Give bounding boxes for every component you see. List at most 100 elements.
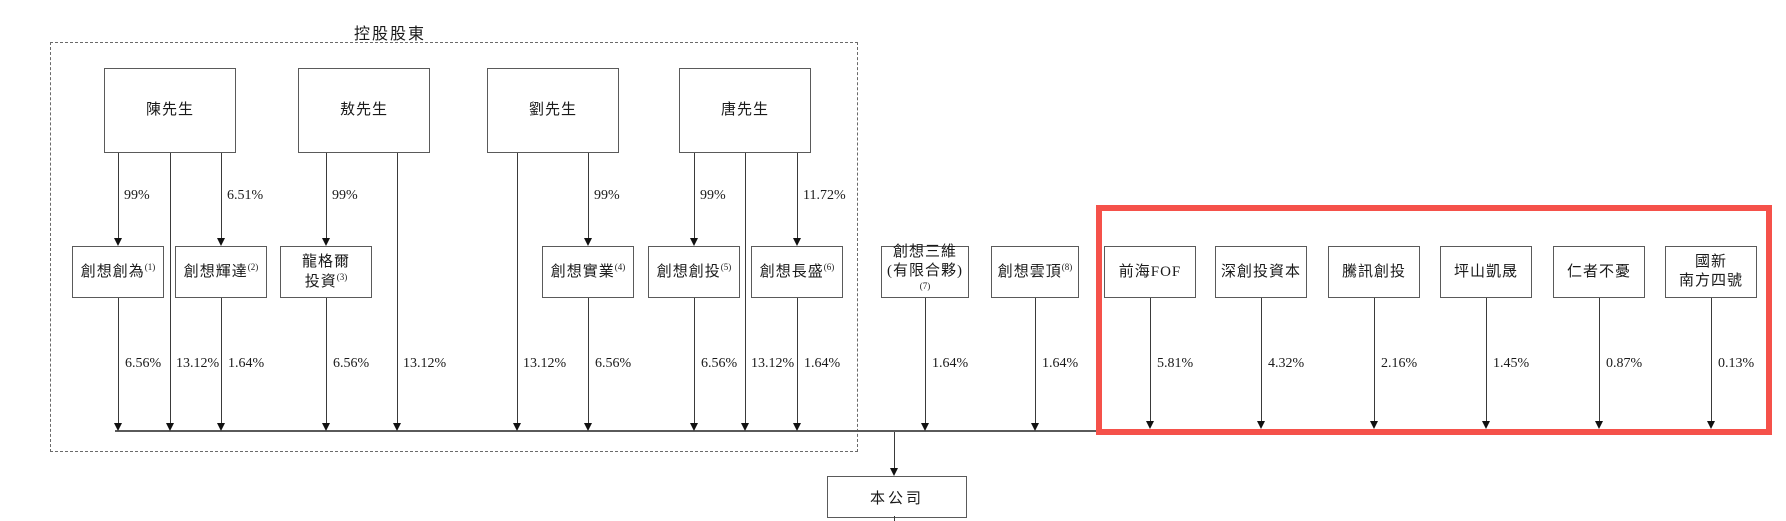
connector-line (1261, 298, 1262, 422)
investor-box-tengxun: 騰訊創投 (1328, 246, 1420, 298)
stake-label: 4.32% (1268, 356, 1305, 371)
partnership-box-yunding: 創想雲頂(8) (991, 246, 1079, 298)
subsidiary-box-longgeer: 龍格爾 投資(3) (280, 246, 372, 298)
stake-label: 99% (332, 188, 358, 203)
stake-label: 6.56% (701, 356, 738, 371)
arrowhead (741, 423, 749, 431)
subsidiary-box-chuangtou: 創想創投(5) (648, 246, 740, 298)
stake-label: 99% (594, 188, 620, 203)
ownership-bus-line (115, 430, 1766, 432)
connector-line (797, 153, 798, 239)
connector-line (797, 298, 798, 424)
connector-line (1374, 298, 1375, 422)
arrowhead (322, 238, 330, 246)
subsidiary-box-chuangwei: 創想創為(1) (72, 246, 164, 298)
entity-name: 創想輝達(2) (183, 262, 259, 281)
arrowhead (1370, 421, 1378, 429)
entity-name: 創想創為(1) (80, 262, 156, 281)
arrowhead (393, 423, 401, 431)
arrowhead (217, 423, 225, 431)
stake-label: 5.81% (1157, 356, 1194, 371)
connector-line (170, 153, 171, 424)
entity-name: 坪山凱晟 (1453, 263, 1518, 280)
investor-highlight-frame (1096, 205, 1772, 435)
entity-name-line2: (有限合夥)(7) (887, 263, 963, 291)
company-label: 本公司 (869, 490, 924, 507)
person-name: 唐先生 (720, 102, 769, 119)
subsidiary-box-changsheng: 創想長盛(6) (751, 246, 843, 298)
connector-line (1711, 298, 1712, 422)
connector-line (894, 432, 895, 469)
arrowhead (1257, 421, 1265, 429)
stake-label: 2.16% (1381, 356, 1418, 371)
connector-line (588, 153, 589, 239)
stake-label: 13.12% (403, 356, 447, 371)
connector-line (1599, 298, 1600, 422)
stake-label: 6.56% (333, 356, 370, 371)
person-name: 敖先生 (339, 102, 388, 119)
connector-line (397, 153, 398, 424)
subsidiary-box-huida: 創想輝達(2) (175, 246, 267, 298)
connector-line (1150, 298, 1151, 422)
connector-line (694, 298, 695, 424)
arrowhead (690, 238, 698, 246)
controlling-shareholders-frame (50, 42, 858, 452)
partnership-box-sanwei: 創想三維 (有限合夥)(7) (881, 244, 969, 298)
arrowhead (1707, 421, 1715, 429)
entity-name: 國新 (1694, 254, 1727, 271)
entity-name-line2: 南方四號 (1678, 273, 1743, 289)
connector-line (694, 153, 695, 239)
connector-line (326, 298, 327, 424)
entity-name: 創想長盛(6) (759, 262, 835, 281)
connector-line (221, 298, 222, 424)
stake-label: 1.64% (804, 356, 841, 371)
arrowhead (322, 423, 330, 431)
connector-line (588, 298, 589, 424)
connector-line (894, 516, 895, 521)
arrowhead (513, 423, 521, 431)
stake-label: 99% (124, 188, 150, 203)
stake-label: 1.64% (932, 356, 969, 371)
arrowhead (584, 423, 592, 431)
connector-line (1486, 298, 1487, 422)
entity-name: 創想創投(5) (656, 262, 732, 281)
arrowhead (921, 423, 929, 431)
connector-line (118, 153, 119, 239)
arrowhead (1595, 421, 1603, 429)
stake-label: 0.13% (1718, 356, 1755, 371)
stake-label: 1.64% (1042, 356, 1079, 371)
stake-label: 13.12% (523, 356, 567, 371)
stake-label: 6.51% (227, 188, 264, 203)
arrowhead (114, 238, 122, 246)
arrowhead (1482, 421, 1490, 429)
arrowhead (114, 423, 122, 431)
entity-name: 龍格爾 (301, 253, 350, 270)
stake-label: 99% (700, 188, 726, 203)
stake-label: 13.12% (176, 356, 220, 371)
entity-name-line2: 投資(3) (304, 271, 348, 290)
person-box-ao: 敖先生 (298, 68, 430, 153)
person-name: 陳先生 (145, 102, 194, 119)
arrowhead (890, 468, 898, 476)
investor-box-renzhe: 仁者不憂 (1553, 246, 1645, 298)
connector-line (326, 153, 327, 239)
subsidiary-box-shiye: 創想實業(4) (542, 246, 634, 298)
arrowhead (690, 423, 698, 431)
connector-line (118, 298, 119, 424)
stake-label: 6.56% (125, 356, 162, 371)
arrowhead (166, 423, 174, 431)
entity-name: 仁者不憂 (1566, 263, 1631, 280)
entity-name: 創想雲頂(8) (997, 262, 1073, 281)
arrowhead (1146, 421, 1154, 429)
investor-box-shenchuangtou: 深創投資本 (1215, 246, 1307, 298)
entity-name: 前海FOF (1118, 263, 1182, 280)
arrowhead (1031, 423, 1039, 431)
connector-line (517, 153, 518, 424)
stake-label: 6.56% (595, 356, 632, 371)
stake-label: 1.45% (1493, 356, 1530, 371)
entity-name: 騰訊創投 (1341, 263, 1406, 280)
investor-box-qianhai-fof: 前海FOF (1104, 246, 1196, 298)
arrowhead (793, 238, 801, 246)
person-box-liu: 劉先生 (487, 68, 619, 153)
